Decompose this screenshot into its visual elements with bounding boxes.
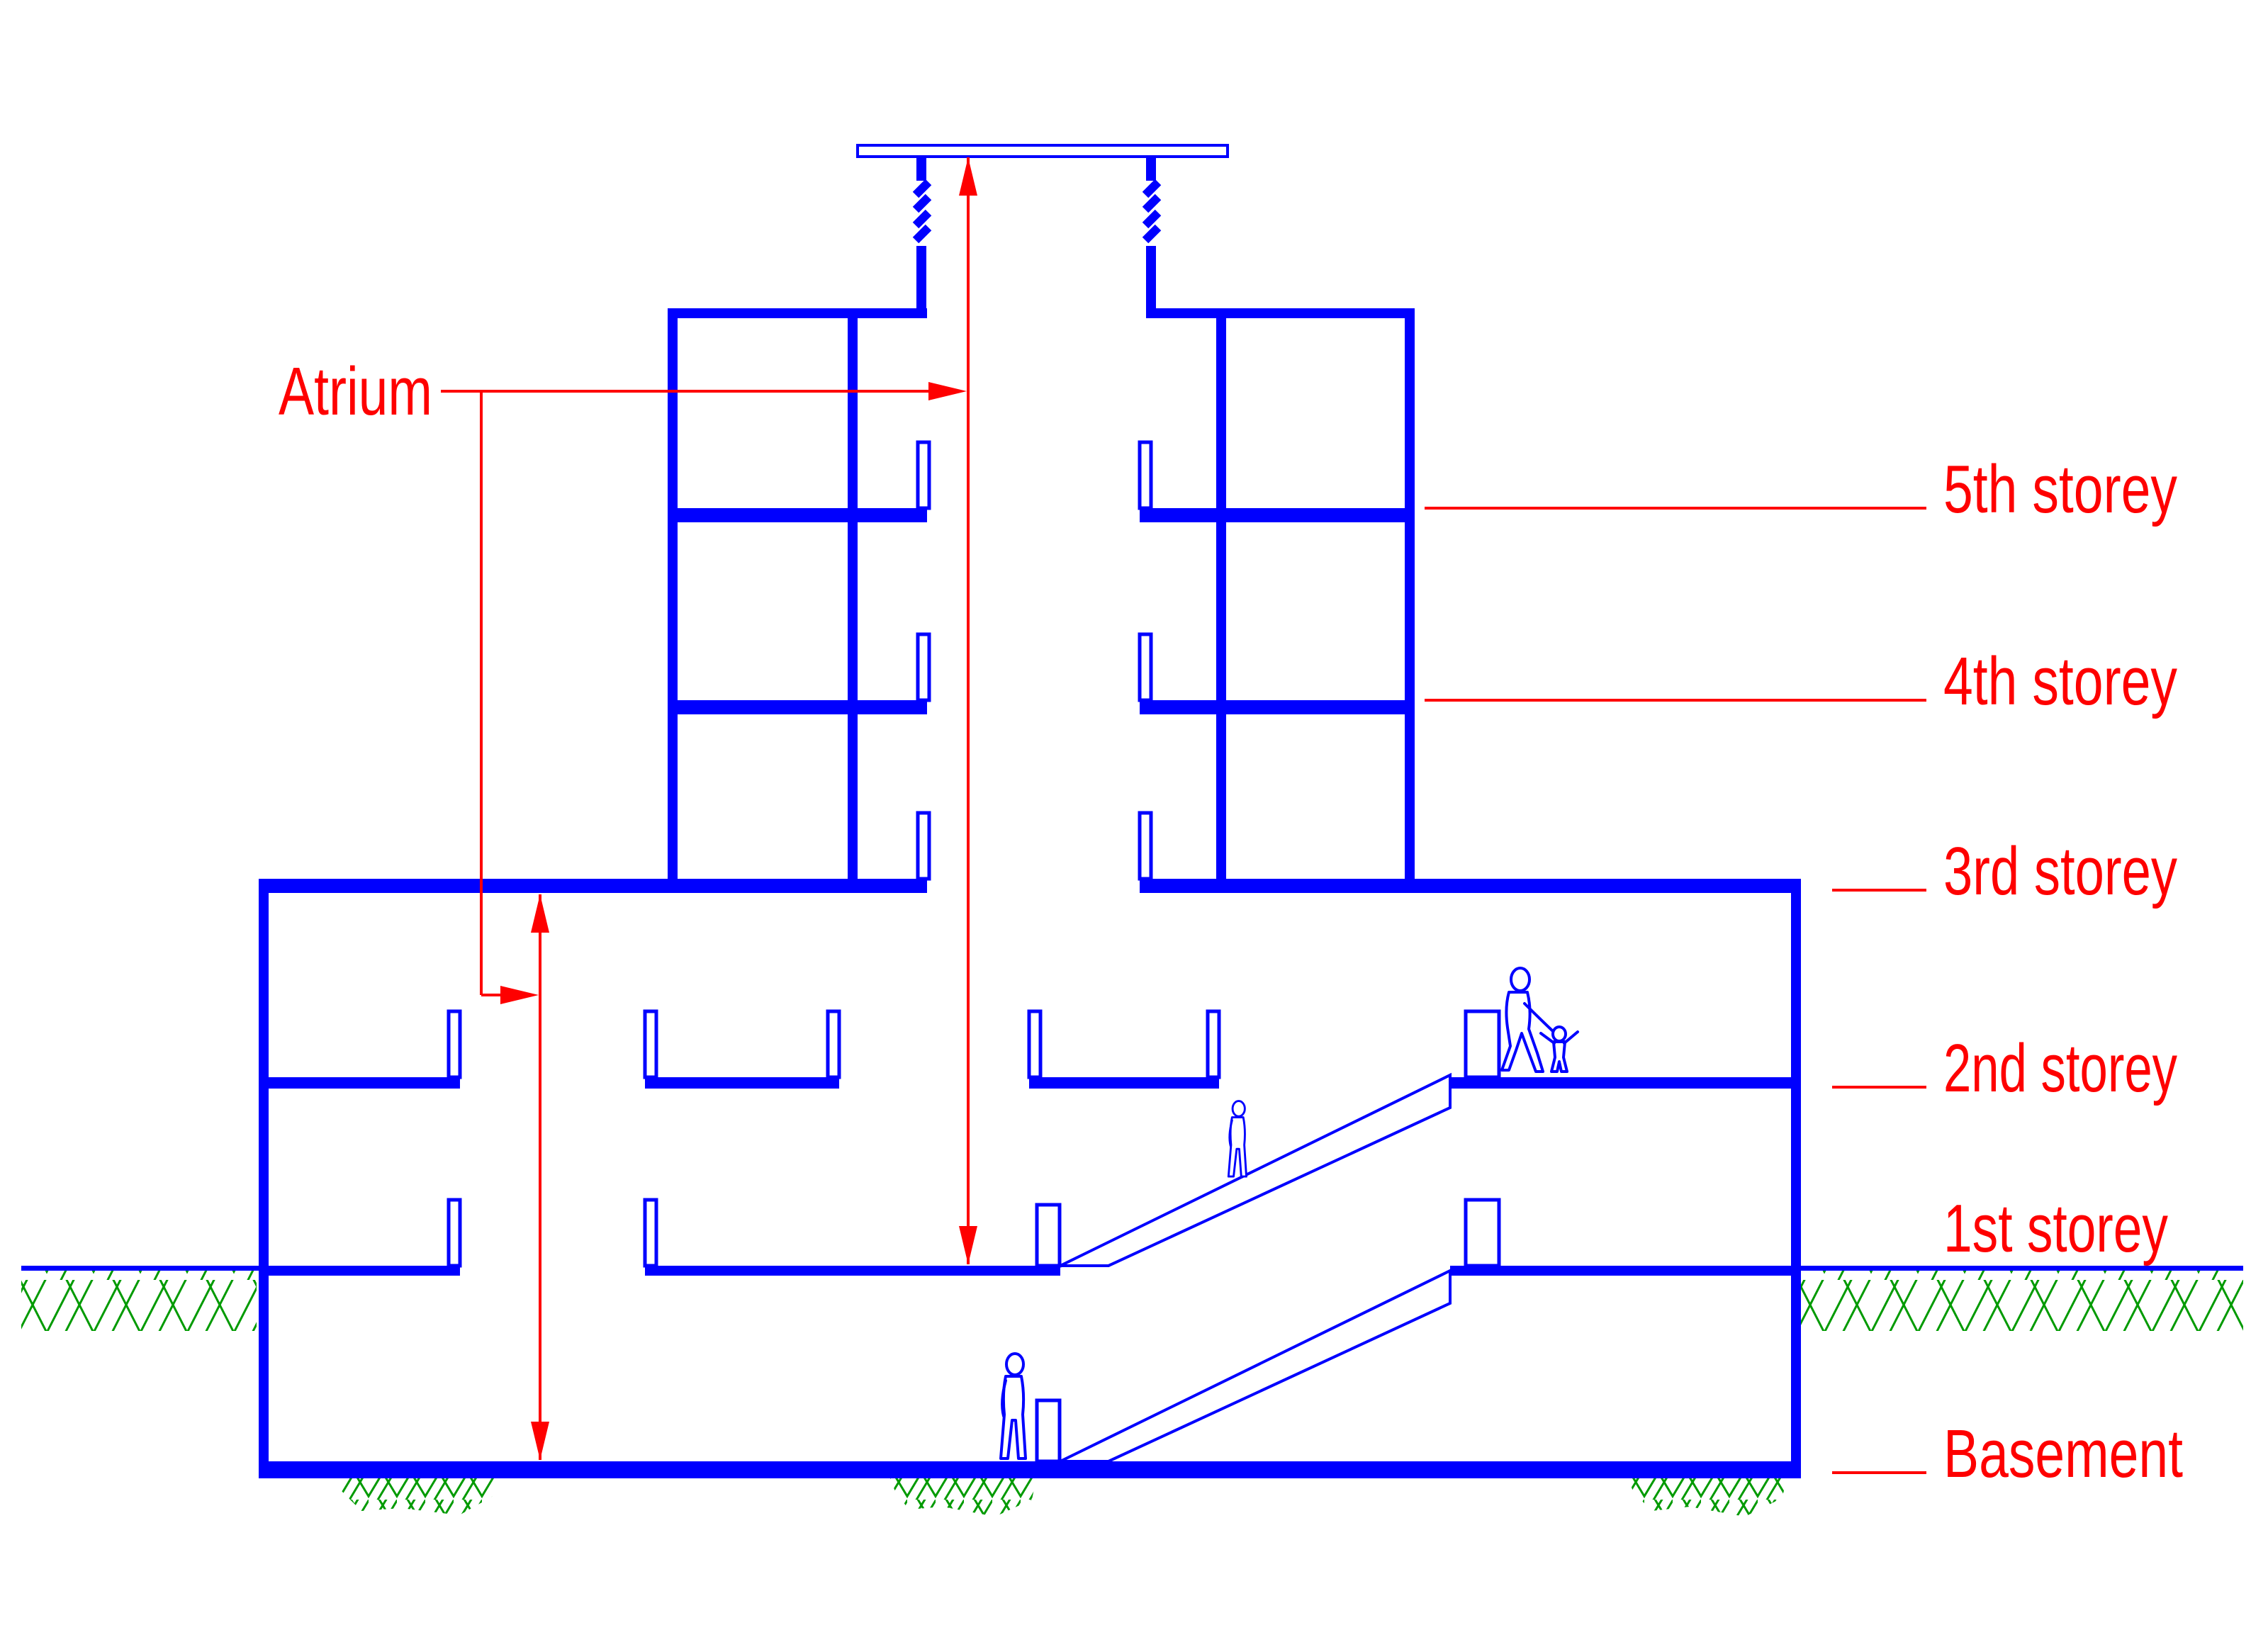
grass-tuft-middle xyxy=(890,1478,1036,1517)
skylight-wall-left-upper xyxy=(916,157,926,181)
skylight-wall-right-lower xyxy=(1146,246,1156,318)
ground-hatch-right xyxy=(1801,1271,2243,1331)
atrium-leader-upper-arrowhead xyxy=(928,382,967,400)
person-adult-icon xyxy=(1500,967,1555,1073)
post-2nd-c xyxy=(826,1009,841,1079)
stair-newel-1st xyxy=(1035,1203,1062,1268)
slab-4th-left xyxy=(678,700,927,714)
ground-hatch-left xyxy=(21,1271,257,1331)
railing-5th-right xyxy=(1138,440,1153,510)
tower-wall-left-outer xyxy=(668,308,678,879)
slab-1st-a xyxy=(269,1266,460,1276)
dimension-arrow-up-b xyxy=(531,894,549,933)
slab-2nd-c xyxy=(1029,1077,1219,1089)
escalators xyxy=(1060,1072,1452,1463)
atrium-leader-branch-arrowhead xyxy=(500,986,539,1004)
railing-4th-right xyxy=(1138,632,1153,702)
parapets-and-posts xyxy=(447,440,1501,1463)
slab-1st-c xyxy=(1450,1266,1791,1276)
post-1st-b xyxy=(643,1198,658,1268)
stair-parapet-2nd xyxy=(1464,1009,1501,1079)
main-wall-left xyxy=(259,879,269,1478)
skylight-wall-left-lower xyxy=(916,246,926,318)
label-5th-storey: 5th storey xyxy=(1943,451,2177,527)
escalator-basement-to-1st xyxy=(1060,1268,1452,1463)
slab-5th-right xyxy=(1140,508,1405,522)
label-2nd-storey: 2nd storey xyxy=(1943,1030,2177,1106)
slab-3rd-left xyxy=(259,879,927,893)
tower-partition-left xyxy=(848,318,858,879)
slab-basement xyxy=(259,1461,1801,1478)
skylight-break-dashes xyxy=(912,179,1162,244)
skylight-roof-plate xyxy=(856,144,1229,158)
ground-line-left xyxy=(21,1266,259,1271)
post-2nd-b xyxy=(643,1009,658,1079)
post-2nd-d xyxy=(1027,1009,1043,1079)
person-on-stair-icon xyxy=(1227,1100,1247,1178)
slab-2nd-d xyxy=(1450,1077,1791,1089)
person-standing-icon xyxy=(999,1352,1027,1460)
annotations: Atrium 5th storey 4th storey 3rd storey … xyxy=(279,157,2183,1492)
grass-tuft-right xyxy=(1628,1478,1787,1517)
ground-level xyxy=(21,1271,2243,1517)
stair-parapet-1st xyxy=(1464,1198,1501,1268)
tower-wall-right-outer xyxy=(1405,308,1415,879)
building-structure xyxy=(21,157,2243,1478)
dimension-arrow-up-a xyxy=(959,157,977,196)
label-1st-storey: 1st storey xyxy=(1943,1191,2168,1266)
tower-partition-right xyxy=(1216,318,1226,879)
people xyxy=(999,967,1579,1460)
tower-roof-right xyxy=(1146,308,1415,318)
post-2nd-e xyxy=(1206,1009,1221,1079)
railing-4th-left xyxy=(916,632,931,702)
label-basement: Basement xyxy=(1943,1416,2183,1492)
slab-4th-right xyxy=(1140,700,1405,714)
post-1st-a xyxy=(447,1198,462,1268)
slab-5th-left xyxy=(678,508,927,522)
ground-line-right xyxy=(1801,1266,2243,1271)
atrium-label: Atrium xyxy=(279,354,432,429)
railing-5th-left xyxy=(916,440,931,510)
post-2nd-a xyxy=(447,1009,462,1079)
skylight-wall-right-upper xyxy=(1146,157,1156,181)
dimension-arrow-down-a xyxy=(959,1226,977,1264)
slab-2nd-b xyxy=(645,1077,839,1089)
dimension-arrow-down-b xyxy=(531,1422,549,1460)
main-wall-right xyxy=(1791,879,1801,1478)
tower-roof-left xyxy=(668,308,927,318)
slab-3rd-right xyxy=(1140,879,1801,893)
stair-newel-basement xyxy=(1035,1398,1062,1463)
slab-1st-b xyxy=(645,1266,1060,1276)
railing-3rd-right xyxy=(1138,811,1153,881)
label-3rd-storey: 3rd storey xyxy=(1943,833,2177,909)
slab-2nd-a xyxy=(269,1077,460,1089)
grass-tuft-left xyxy=(337,1478,496,1515)
railing-3rd-left xyxy=(916,811,931,881)
person-child-icon xyxy=(1539,1025,1579,1073)
label-4th-storey: 4th storey xyxy=(1943,643,2177,719)
escalator-1st-to-2nd xyxy=(1060,1072,1452,1267)
